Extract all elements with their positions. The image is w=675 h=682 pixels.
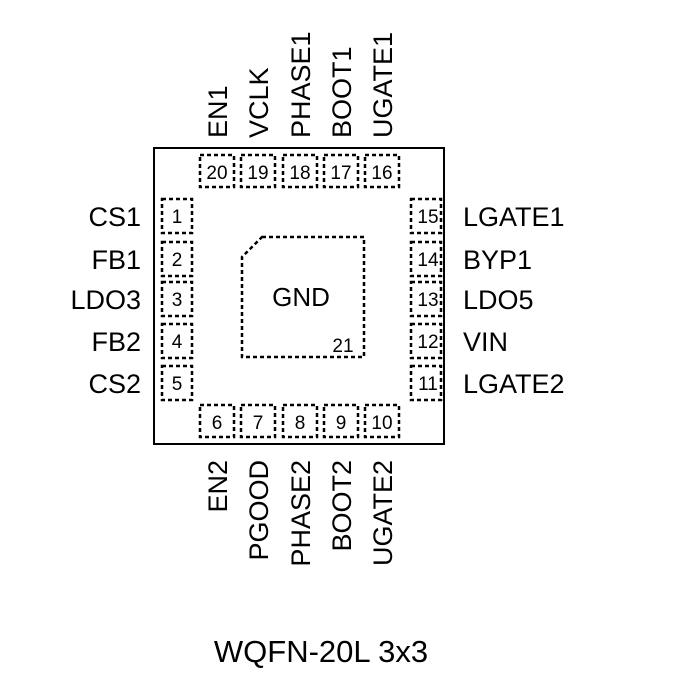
pin-pad xyxy=(160,197,194,235)
pin-pad xyxy=(239,403,277,439)
pin-number: 9 xyxy=(336,413,347,434)
pin-number: 5 xyxy=(172,374,183,395)
pin-number: 18 xyxy=(289,163,310,184)
pin-pad xyxy=(409,322,443,360)
pin-pad xyxy=(409,364,443,402)
pin-number: 2 xyxy=(172,250,183,271)
pin-pad xyxy=(281,403,319,439)
pin-pad xyxy=(160,240,194,278)
pin-19: 19 VCLK xyxy=(239,67,277,189)
exposed-pad xyxy=(240,235,366,359)
pin-number: 19 xyxy=(247,163,268,184)
pin-14: 14 BYP1 xyxy=(409,240,532,278)
pin-label-boot2: BOOT2 xyxy=(327,460,357,552)
pin-13: 13 LDO5 xyxy=(409,280,534,318)
pin-label-lgate1: LGATE1 xyxy=(463,202,565,232)
pin-pad xyxy=(322,153,360,189)
pin-label-ldo5: LDO5 xyxy=(463,285,534,315)
pin-label-fb2: FB2 xyxy=(91,327,141,357)
pins-top: 16 UGATE1 17 BOOT1 18 PHASE1 19 VCLK 20 EN1 xyxy=(198,31,401,189)
pin-label-ldo3: LDO3 xyxy=(70,285,141,315)
pin-number: 7 xyxy=(253,413,264,434)
pin-number: 14 xyxy=(417,250,439,271)
pin-number: 6 xyxy=(212,413,223,434)
pin-2: 2 FB1 xyxy=(91,240,194,278)
pin-label-ugate2: UGATE2 xyxy=(368,460,398,566)
pin-1: 1 CS1 xyxy=(88,197,194,235)
pin-number: 12 xyxy=(417,332,438,353)
pin-label-vclk: VCLK xyxy=(244,67,274,138)
pin-label-vin: VIN xyxy=(463,327,508,357)
pin-20: 20 EN1 xyxy=(198,85,236,189)
pin-15: 15 LGATE1 xyxy=(409,197,565,235)
pins-left: 1 CS1 2 FB1 3 LDO3 4 FB2 5 CS2 xyxy=(70,197,194,402)
pin-pad xyxy=(409,197,443,235)
pin-label-fb1: FB1 xyxy=(91,245,141,275)
pin-5: 5 CS2 xyxy=(88,364,194,402)
pin-pad xyxy=(363,403,401,439)
pin-label-en2: EN2 xyxy=(203,460,233,513)
pin-3: 3 LDO3 xyxy=(70,280,194,318)
pin-number: 17 xyxy=(330,163,351,184)
pin-12: 12 VIN xyxy=(409,322,508,360)
pin-label-boot1: BOOT1 xyxy=(327,46,357,138)
pin-number: 3 xyxy=(172,290,183,311)
pin-label-cs1: CS1 xyxy=(88,202,141,232)
pin-pad xyxy=(322,403,360,439)
pin-pad xyxy=(409,240,443,278)
pin-18: 18 PHASE1 xyxy=(281,31,319,189)
pin-label-phase2: PHASE2 xyxy=(286,460,316,567)
pin-16: 16 UGATE1 xyxy=(363,32,401,189)
package-caption: WQFN-20L 3x3 xyxy=(214,634,428,669)
pin-number: 8 xyxy=(295,413,306,434)
pin-number: 10 xyxy=(371,413,392,434)
pin-number: 11 xyxy=(418,374,438,395)
pin-number: 15 xyxy=(417,207,438,228)
pin-11: 11 LGATE2 xyxy=(409,364,565,402)
pin-pad xyxy=(160,322,194,360)
pin-label-phase1: PHASE1 xyxy=(286,31,316,138)
pin-number: 16 xyxy=(371,163,392,184)
pin-17: 17 BOOT1 xyxy=(322,46,360,189)
pin-pad xyxy=(239,153,277,189)
pin-label-en1: EN1 xyxy=(203,85,233,138)
pin-label-lgate2: LGATE2 xyxy=(463,369,565,399)
exposed-pad-label: GND xyxy=(272,282,330,312)
pin-number: 13 xyxy=(417,290,438,311)
pin-pad xyxy=(281,153,319,189)
pin-label-ugate1: UGATE1 xyxy=(368,32,398,138)
pin-number: 1 xyxy=(172,207,183,228)
pin-pad xyxy=(160,364,194,402)
pin-number: 20 xyxy=(206,163,227,184)
pin-pad xyxy=(198,153,236,189)
pin-label-pgood: PGOOD xyxy=(244,460,274,561)
pin-pad xyxy=(198,403,236,439)
pin-pad xyxy=(363,153,401,189)
pin-number: 4 xyxy=(172,332,183,353)
package-body xyxy=(153,147,445,445)
pin-pad xyxy=(160,280,194,318)
pin-label-cs2: CS2 xyxy=(88,369,141,399)
pin-4: 4 FB2 xyxy=(91,322,194,360)
exposed-pad-number: 21 xyxy=(332,336,353,357)
pin-label-byp1: BYP1 xyxy=(463,245,532,275)
pin-pad xyxy=(409,280,443,318)
pins-right: 11 LGATE2 12 VIN 13 LDO5 14 BYP1 15 LGATE1 xyxy=(409,197,565,402)
